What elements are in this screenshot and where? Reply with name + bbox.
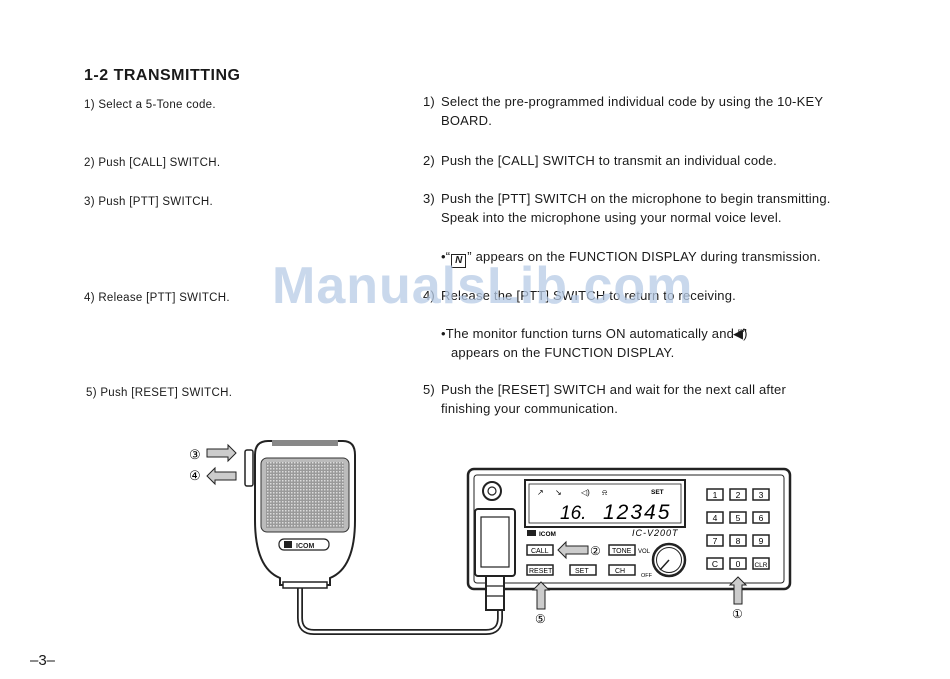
watermark: ManualsLib.com: [272, 257, 694, 315]
reset-label: RESET: [529, 568, 553, 575]
keypad-key-label: 9: [759, 536, 764, 546]
step-text: Select the pre-programmed individual cod…: [441, 94, 824, 109]
left-step-2: 2) Push [CALL] SWITCH.: [84, 157, 221, 169]
arrow-reset-icon: [531, 581, 551, 610]
ch-label: CH: [615, 568, 625, 575]
keypad-key-label: 5: [736, 513, 741, 523]
lcd-channel: 16.: [560, 503, 586, 524]
keypad-key-label: 8: [736, 536, 741, 546]
left-step-5: 5) Push [RESET] SWITCH.: [86, 387, 233, 399]
lcd-rx-icon: ↘: [555, 488, 562, 497]
speaker-icon: ◀): [732, 326, 748, 341]
step-number: 5): [423, 382, 435, 397]
right-step-1: 1) Select the pre-programmed individual c…: [423, 92, 873, 130]
callout-3: ③: [189, 447, 201, 462]
keypad-key[interactable]: [729, 488, 747, 501]
right-step-5: 5) Push the [RESET] SWITCH and wait for t…: [423, 380, 873, 418]
keypad-key[interactable]: [706, 557, 724, 570]
keypad-key-label: CLR: [754, 562, 767, 569]
section-title: 1-2 TRANSMITTING: [84, 67, 241, 84]
set-label: SET: [575, 568, 589, 575]
lcd-tx-icon: ↗: [537, 488, 544, 497]
lcd-display: [524, 479, 686, 528]
arrow-keypad-icon: [728, 576, 748, 605]
set-button[interactable]: [569, 564, 597, 576]
call-button[interactable]: [526, 544, 554, 556]
radio-model: IC-V200T: [632, 528, 679, 538]
arrow-call-icon: [557, 540, 589, 560]
step-number: 3): [423, 191, 435, 206]
keypad-key[interactable]: [752, 488, 770, 501]
mic-brand: ICOM: [296, 543, 314, 550]
ptt-switch: [244, 449, 254, 487]
arrow-release-icon: [206, 466, 237, 486]
vol-label: VOL: [638, 549, 651, 555]
note-text-cont: appears on the FUNCTION DISPLAY.: [451, 345, 675, 360]
arrow-push-icon: [206, 443, 237, 463]
keypad-key[interactable]: [706, 511, 724, 524]
keypad-key[interactable]: [706, 534, 724, 547]
keypad-key-label: 1: [713, 490, 718, 500]
note-text: ” appears on the FUNCTION DISPLAY during…: [467, 249, 821, 264]
keypad-key[interactable]: [729, 511, 747, 524]
tone-button[interactable]: [608, 544, 636, 556]
keypad-key[interactable]: [752, 511, 770, 524]
power-knob: [482, 481, 502, 501]
lcd-set-label: SET: [651, 489, 664, 496]
callout-2: ②: [590, 544, 601, 558]
left-step-3: 3) Push [PTT] SWITCH.: [84, 196, 213, 208]
keypad-key[interactable]: [729, 534, 747, 547]
step-text-cont: Speak into the microphone using your nor…: [441, 210, 782, 225]
mic-cable: [297, 585, 503, 635]
call-label: CALL: [531, 548, 549, 555]
keypad-key-label: 6: [759, 513, 764, 523]
radio-brand: ICOM: [539, 531, 556, 538]
keypad: 1 2 3 4 5 6 7 8 9C 0 CLR: [706, 488, 770, 570]
keypad-key-label: 7: [713, 536, 718, 546]
note-prefix: •“: [441, 249, 451, 264]
step-number: 2): [423, 153, 435, 168]
microphone: ICOM: [244, 440, 356, 589]
callout-4: ④: [189, 468, 201, 483]
keypad-key[interactable]: [752, 534, 770, 547]
lcd-code: 12345: [603, 501, 671, 524]
keypad-key-label: C: [712, 559, 718, 569]
callout-1: ①: [732, 607, 743, 621]
note-text: •The monitor function turns ON automatic…: [441, 326, 747, 341]
note-transmit-indicator: •“N” appears on the FUNCTION DISPLAY dur…: [441, 247, 873, 268]
step-text: Push the [RESET] SWITCH and wait for the…: [441, 382, 786, 397]
reset-button[interactable]: [526, 564, 554, 576]
lcd-speaker-icon: ◁): [581, 488, 590, 497]
keypad-key-label: 4: [713, 513, 718, 523]
callout-5: ⑤: [535, 612, 546, 626]
transmit-icon: N: [451, 254, 467, 268]
lcd-bell-icon: ⍾: [602, 488, 608, 497]
step-text-cont: finishing your communication.: [441, 401, 619, 416]
radio-unit: ↗ ↘ ◁) ⍾ SET 16. 12345 ICOM IC-V200T CAL…: [466, 467, 792, 611]
note-monitor: •The monitor function turns ON automatic…: [441, 324, 873, 362]
keypad-key[interactable]: [706, 488, 724, 501]
tone-label: TONE: [612, 548, 632, 555]
step-text: Release the [PTT] SWITCH to return to re…: [441, 288, 736, 303]
keypad-key[interactable]: [752, 557, 770, 570]
step-number: 1): [423, 94, 435, 109]
off-label: OFF: [641, 573, 653, 579]
keypad-key-label: 3: [759, 490, 764, 500]
keypad-key-label: 2: [736, 490, 741, 500]
right-step-2: 2) Push the [CALL] SWITCH to transmit an …: [423, 151, 873, 170]
right-step-4: 4) Release the [PTT] SWITCH to return to …: [423, 286, 873, 305]
step-text-cont: BOARD.: [441, 113, 493, 128]
right-step-3: 3) Push the [PTT] SWITCH on the microphon…: [423, 189, 873, 227]
step-number: 4): [423, 288, 435, 303]
left-step-4: 4) Release [PTT] SWITCH.: [84, 292, 230, 304]
step-text: Push the [PTT] SWITCH on the microphone …: [441, 191, 831, 206]
page-number: –3–: [30, 652, 56, 669]
step-text: Push the [CALL] SWITCH to transmit an in…: [441, 153, 777, 168]
keypad-key-label: 0: [736, 559, 741, 569]
left-step-1: 1) Select a 5-Tone code.: [84, 99, 216, 111]
keypad-key[interactable]: [729, 557, 747, 570]
ch-button[interactable]: [608, 564, 636, 576]
